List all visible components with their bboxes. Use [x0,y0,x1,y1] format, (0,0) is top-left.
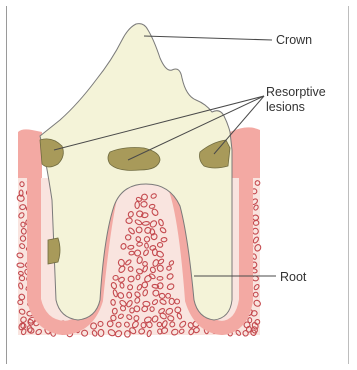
label-root: Root [280,270,307,284]
lesion-center [108,148,160,171]
label-resorptive: Resorptive [266,85,326,99]
lesion-lower-left [48,238,60,264]
label-crown: Crown [276,33,312,47]
label-lesions: lesions [266,100,305,114]
crown-leader [144,36,272,40]
